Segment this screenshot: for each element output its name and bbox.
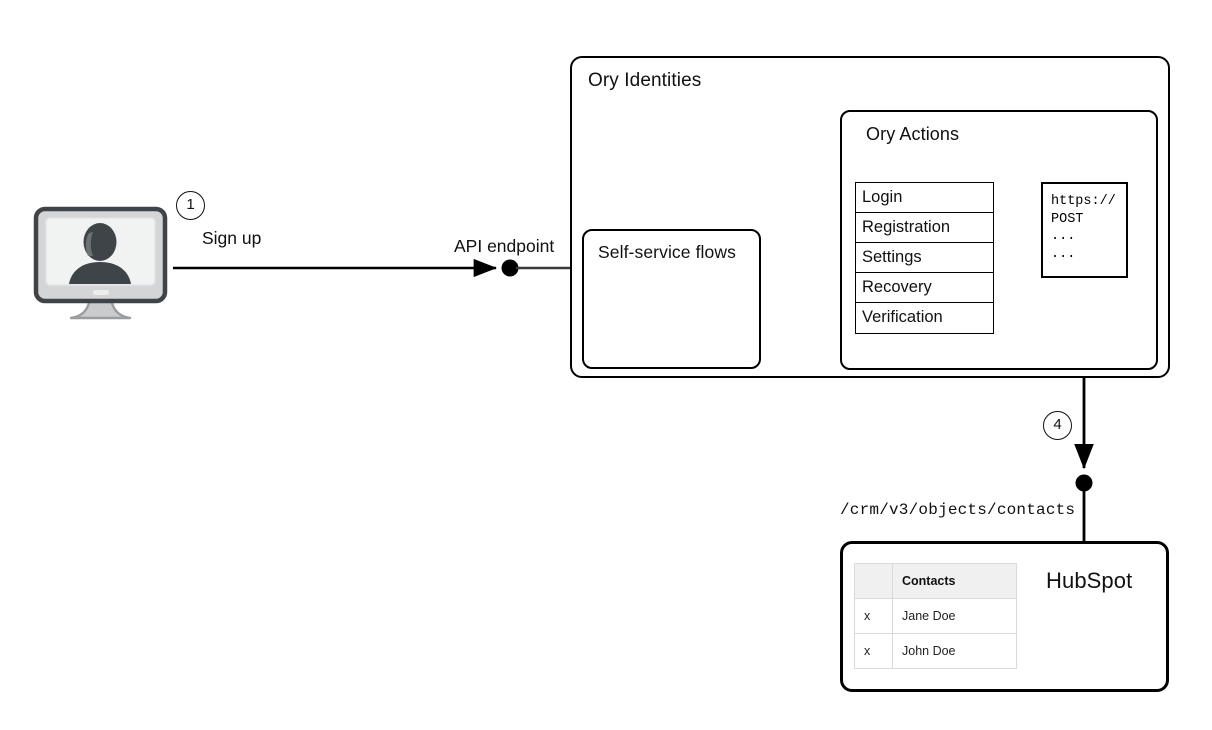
flow-list-item-login[interactable]: Login [856,183,993,213]
flow-list-item-registration[interactable]: Registration [856,213,993,243]
ory-identities-title: Ory Identities [588,70,702,91]
webhook-request-code: https:// POST ... ... [1051,194,1116,262]
table-row[interactable]: x John Doe [854,633,1017,669]
step-badge-4: 4 [1043,411,1072,440]
table-header-row: Contacts [854,563,1017,599]
self-service-flows-title: Self-service flows [598,242,736,262]
contact-row-mark: x [854,633,893,669]
sign-up-label: Sign up [202,228,262,248]
flow-list-item-settings[interactable]: Settings [856,243,993,273]
flow-list-item-verification[interactable]: Verification [856,303,993,333]
webhook-request-box: https:// POST ... ... [1041,182,1128,278]
self-service-flows-box: Self-service flows [582,229,761,369]
contacts-table-body: x Jane Doe x John Doe [854,598,1017,669]
ory-actions-title: Ory Actions [866,124,960,144]
step-badge-1: 1 [176,191,205,220]
contact-row-name: Jane Doe [892,598,1017,634]
table-row[interactable]: x Jane Doe [854,598,1017,634]
user-monitor-icon [33,206,168,320]
contact-row-name: John Doe [892,633,1017,669]
contacts-table-header-contacts: Contacts [892,563,1017,599]
crm-path-label: /crm/v3/objects/contacts [840,501,1076,519]
flow-list-item-recovery[interactable]: Recovery [856,273,993,303]
contacts-table-head: Contacts [854,563,1017,599]
api-endpoint-label: API endpoint [454,236,555,256]
contacts-table: Contacts x Jane Doe x John Doe [854,563,1017,669]
hubspot-title: HubSpot [1046,568,1133,593]
self-service-flow-list: Login Registration Settings Recovery Ver… [855,182,994,334]
contact-row-mark: x [854,598,893,634]
contacts-table-header-blank [854,563,893,599]
